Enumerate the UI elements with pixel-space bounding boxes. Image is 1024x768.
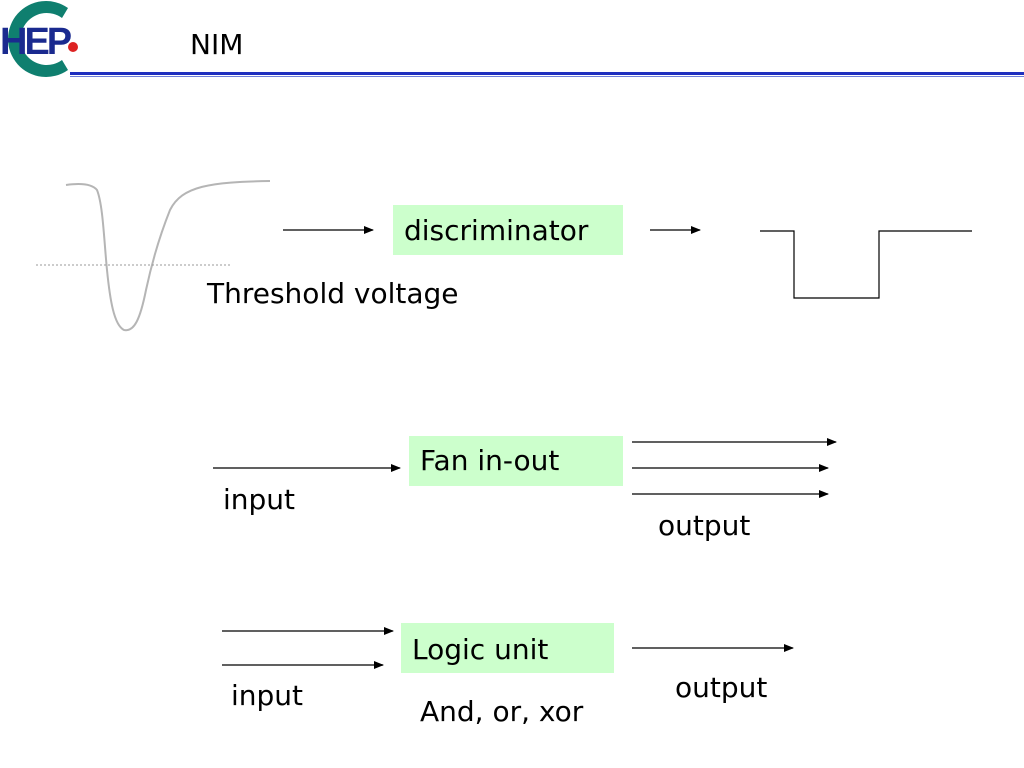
threshold-voltage-label: Threshold voltage <box>207 277 459 310</box>
hep-logo: HEP <box>0 0 78 77</box>
fan-in-out-box: Fan in-out <box>409 436 623 486</box>
logo-text: HEP <box>0 21 72 63</box>
logo-ring <box>8 0 68 77</box>
slide-title: NIM <box>190 28 244 61</box>
logic-unit-box: Logic unit <box>401 623 614 673</box>
logo-dot-icon <box>68 42 78 52</box>
fan-output-label: output <box>658 509 751 542</box>
fan-in-out-label: Fan in-out <box>420 444 560 477</box>
fan-input-label: input <box>223 483 296 516</box>
logic-output-label: output <box>675 671 768 704</box>
logic-unit-label: Logic unit <box>412 633 549 666</box>
title-rule <box>0 72 1024 78</box>
discriminator-label: discriminator <box>404 214 589 247</box>
analog-pulse-waveform <box>65 180 271 332</box>
logic-subtitle-label: And, or, xor <box>420 695 584 728</box>
discriminator-box: discriminator <box>393 205 623 255</box>
logic-input-label: input <box>231 679 304 712</box>
logic-pulse-waveform <box>760 230 972 299</box>
